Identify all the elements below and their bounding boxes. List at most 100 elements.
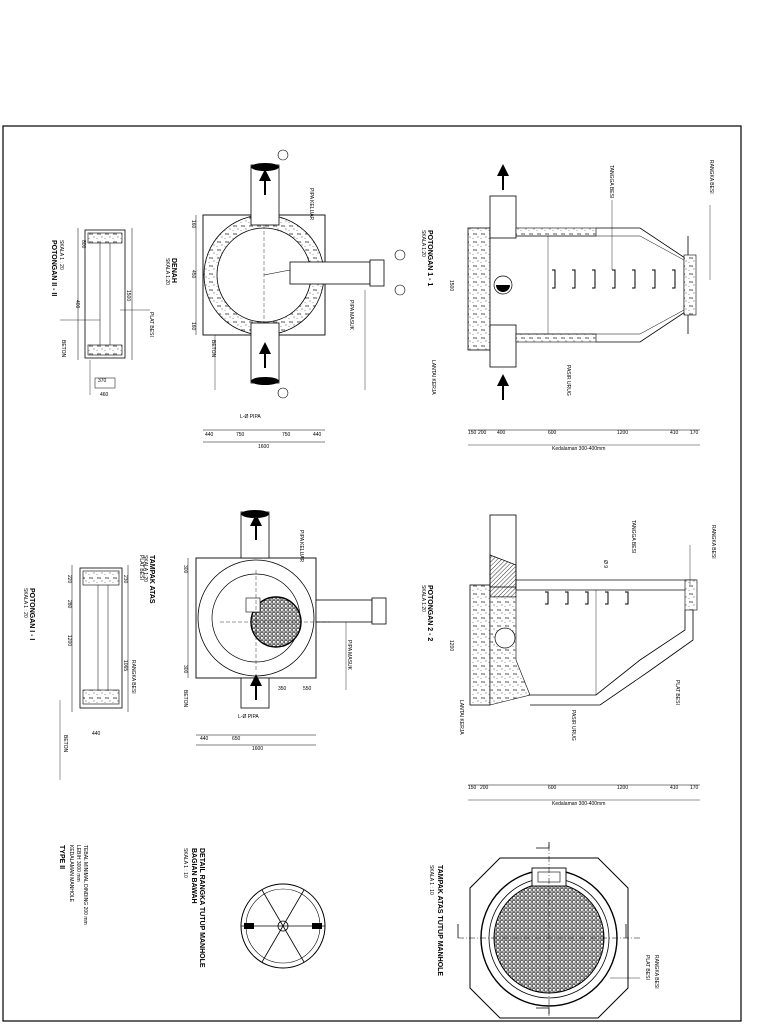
sheet-border (2, 125, 742, 1022)
dim-denah-2: 750 (236, 432, 245, 438)
type-line-1: KEDALAMAN MANHOLE (68, 845, 74, 903)
tampak-atas-plan-view: 440 650 1600 300 300 350 550 L-Ø PIPA TA… (142, 510, 387, 752)
dim-tampak-side-2: 300 (182, 665, 188, 674)
kedalaman-label-2: Kedalaman 300-400mm (552, 801, 605, 807)
dim-pot22-2: 200 (480, 785, 489, 791)
type-title: TYPE II (58, 845, 65, 869)
dim-secI-3: 1200 (66, 635, 72, 646)
dim-pot11-2: 200 (478, 430, 487, 436)
dim-tampak-pipe-1: 350 (278, 686, 287, 692)
tampak-atas-frame-title: TAMPAK ATAS (148, 555, 155, 604)
section-I-scale: SKALA 1 : 20 (22, 588, 28, 618)
detail-frame-view: DETAIL RANGKA TUTUP MANHOLE BAGIAN BAWAH… (182, 848, 326, 969)
tampak-atas-frame-scale: SKALA 1:20 (142, 555, 148, 582)
dim-pot22-6: 170 (690, 785, 699, 791)
cover-top-view: TAMPAK ATAS TUTUP MANHOLE SKALA 1 : 10 R… (428, 842, 659, 1019)
callout-tangga: TANGGA BESI (608, 165, 614, 198)
pot11-scale: SKALA 1:20 (420, 230, 426, 257)
dim-pot22-3: 600 (548, 785, 557, 791)
section-II-scale: SKALA 1 : 20 (58, 240, 64, 270)
dim-secI-1: 220 (66, 575, 72, 584)
callout-pasir-2: PASIR URUG (570, 710, 576, 741)
cover-title: TAMPAK ATAS TUTUP MANHOLE (436, 865, 443, 976)
denah-scale: SKALA 1:20 (164, 258, 170, 285)
dim-tampak-side-1: 300 (182, 565, 188, 574)
dim-pot11-4: 600 (548, 430, 557, 436)
callout-pipa-keluar: PIPA KELUAR (308, 188, 314, 221)
dim-denah-3: 750 (282, 432, 291, 438)
detail-title: DETAIL RANGKA TUTUP MANHOLE (198, 848, 205, 968)
kedalaman-label-1: Kedalaman 300-400mm (552, 446, 605, 452)
dim-denah-1: 440 (205, 432, 214, 438)
detail-scale: SKALA 1 : 10 (182, 848, 188, 878)
dim-denah-total: 1600 (258, 444, 269, 450)
callout-rangka-3: RANGKA BESI (710, 525, 716, 559)
dim-secI-6: 440 (92, 731, 101, 737)
callout-beton-4: BETON (182, 690, 188, 708)
dim-pot22-4: 1200 (617, 785, 628, 791)
callout-rangka-2: RANGKA BESI (130, 660, 136, 694)
callout-rangka-1: RANGKA BESI (708, 160, 714, 194)
dim-secII-3: 800 (80, 240, 86, 249)
dim-secII-4: 370 (98, 378, 107, 384)
dim-denah-4: 440 (313, 432, 322, 438)
dim-pot22-5: 410 (670, 785, 679, 791)
dim-secII-2: 1500 (125, 290, 131, 301)
callout-pipa-masuk-2: PIPA MASUK (346, 640, 352, 671)
dim-pot22-1: 150 (468, 785, 477, 791)
dim-tampak-total: 1600 (252, 746, 263, 752)
type-line-2: LEBIH 3000 mm (75, 845, 81, 882)
callout-lantai-kerja-2: LANTAI KERJA (458, 700, 464, 735)
pipa-label-2: L-Ø PIPA (238, 714, 259, 720)
cover-scale: SKALA 1 : 10 (428, 865, 434, 895)
callout-rangka-4: RANGKA BESI (653, 955, 659, 989)
section-1-1-view: 150 200 400 600 1200 410 170 Kedalaman 3… (420, 160, 714, 452)
type-line-3: TEBAL MINIMAL DINDING 200 mm (82, 845, 88, 925)
dim-secII-1: 400 (74, 300, 80, 309)
dim-tampak-pipe-2: 550 (303, 686, 312, 692)
dim-pot11-7: 170 (690, 430, 699, 436)
detail-sub: BAGIAN BAWAH (190, 848, 197, 904)
type-notes: TYPE II KEDALAMAN MANHOLE LEBIH 3000 mm … (58, 845, 88, 925)
dim-depth-2: 1200 (448, 640, 454, 651)
dim-pot11-3: 400 (497, 430, 506, 436)
callout-pasir: PASIR URUG (565, 365, 571, 396)
section-I-I-view: 220 280 1200 230 1065 440 POTONGAN I - I… (22, 555, 144, 780)
callout-pipa-keluar-2: PIPA KELUAR (298, 530, 304, 563)
dim-secI-4: 230 (122, 575, 128, 584)
denah-plan-view: 440 750 750 440 1600 160 450 160 L-Ø PIP… (164, 149, 406, 450)
callout-beton-2: BETON (210, 340, 216, 358)
dim-denah-side-1: 160 (190, 220, 196, 229)
callout-plat-3: PLAT BESI (674, 680, 680, 705)
pot22-scale: SKALA 1:20 (420, 585, 426, 612)
callout-plat-4: PLAT BESI (644, 955, 650, 980)
callout-pipa-masuk: PIPA MASUK (348, 300, 354, 331)
pot22-title: POTONGAN 2 - 2 (426, 585, 433, 641)
dim-secI-2: 280 (66, 600, 72, 609)
pipa-label-1: L-Ø PIPA (240, 414, 261, 420)
dim-depth-1: 1500 (448, 280, 454, 291)
callout-beton-1: BETON (60, 340, 66, 358)
section-2-2-view: 150 200 600 1200 410 170 Kedalaman 300-4… (420, 514, 716, 807)
dim-denah-side-3: 160 (190, 322, 196, 331)
section-II-II-view: 400 1500 800 370 460 POTONGAN II - II SK… (50, 228, 154, 398)
denah-title: DENAH (170, 258, 177, 283)
dim-pot11-6: 410 (670, 430, 679, 436)
pot11-title: POTONGAN 1 - 1 (426, 230, 433, 286)
callout-plat-2: PLAT BESI (138, 555, 144, 580)
callout-beton-3: BETON (62, 735, 68, 753)
callout-lantai-kerja: LANTAI KERJA (430, 360, 436, 395)
dim-pot11-1: 150 (468, 430, 477, 436)
dim-tampak-2: 650 (232, 736, 241, 742)
dim-tampak-1: 440 (200, 736, 209, 742)
dim-denah-side-2: 450 (190, 270, 196, 279)
section-II-title: POTONGAN II - II (50, 240, 57, 296)
dim-pot11-5: 1200 (617, 430, 628, 436)
ladder-note: Ø 9 (602, 560, 608, 568)
callout-plat: PLAT BESI (148, 312, 154, 337)
callout-tangga-2: TANGGA BESI (630, 520, 636, 553)
dim-secI-5: 1065 (122, 660, 128, 671)
dim-secII-5: 460 (100, 392, 109, 398)
section-I-title: POTONGAN I - I (28, 588, 35, 640)
